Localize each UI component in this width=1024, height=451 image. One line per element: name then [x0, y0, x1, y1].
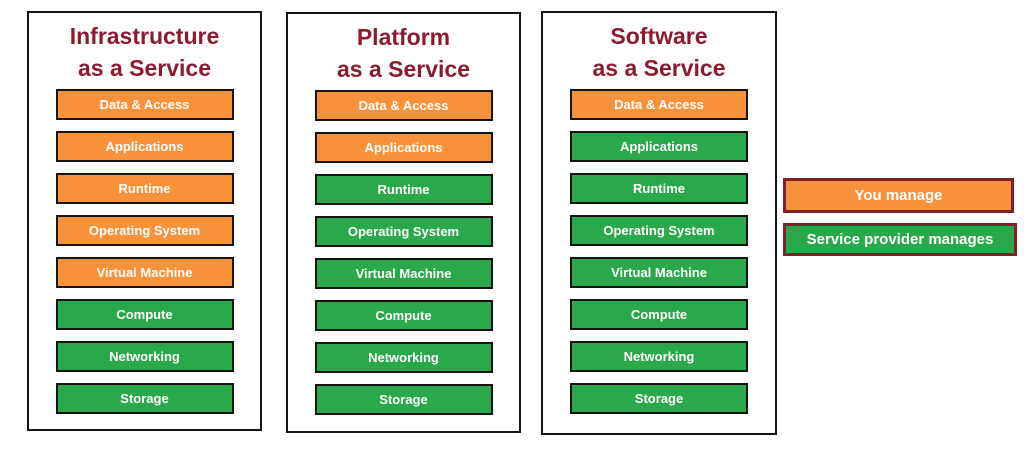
layer-paas-storage: Storage	[314, 384, 493, 415]
layer-saas-storage: Storage	[570, 383, 748, 414]
layer-saas-runtime: Runtime	[570, 173, 748, 204]
layer-paas-runtime: Runtime	[314, 174, 493, 205]
layer-iaas-runtime: Runtime	[55, 173, 234, 204]
layer-paas-operating-system: Operating System	[314, 216, 493, 247]
layer-saas-virtual-machine: Virtual Machine	[570, 257, 748, 288]
column-title-line2: as a Service	[592, 55, 726, 81]
column-title-line2: as a Service	[77, 55, 211, 81]
layer-iaas-networking: Networking	[55, 341, 234, 372]
layer-paas-data-access: Data & Access	[314, 90, 493, 121]
layer-iaas-applications: Applications	[55, 131, 234, 162]
layer-iaas-operating-system: Operating System	[55, 215, 234, 246]
column-title-paas: Platform as a Service	[337, 20, 470, 86]
column-title-line2: as a Service	[336, 56, 470, 82]
column-title-line1: Platform	[356, 24, 451, 50]
column-title-line1: Infrastructure	[69, 23, 220, 49]
layer-iaas-virtual-machine: Virtual Machine	[55, 257, 234, 288]
column-title-saas: Software as a Service	[592, 19, 725, 85]
layer-saas-applications: Applications	[570, 131, 748, 162]
layer-paas-networking: Networking	[314, 342, 493, 373]
layer-iaas-storage: Storage	[55, 383, 234, 414]
layer-iaas-data-access: Data & Access	[55, 89, 234, 120]
column-title-line1: Software	[610, 23, 708, 49]
layer-paas-virtual-machine: Virtual Machine	[314, 258, 493, 289]
layer-saas-data-access: Data & Access	[570, 89, 748, 120]
legend-you-manage: You manage	[783, 178, 1014, 213]
layer-saas-operating-system: Operating System	[570, 215, 748, 246]
layer-saas-compute: Compute	[570, 299, 748, 330]
layer-iaas-compute: Compute	[55, 299, 234, 330]
layer-paas-compute: Compute	[314, 300, 493, 331]
layer-saas-networking: Networking	[570, 341, 748, 372]
column-title-iaas: Infrastructure as a Service	[70, 19, 220, 85]
layer-paas-applications: Applications	[314, 132, 493, 163]
legend-service-provider-manages: Service provider manages	[783, 223, 1017, 256]
